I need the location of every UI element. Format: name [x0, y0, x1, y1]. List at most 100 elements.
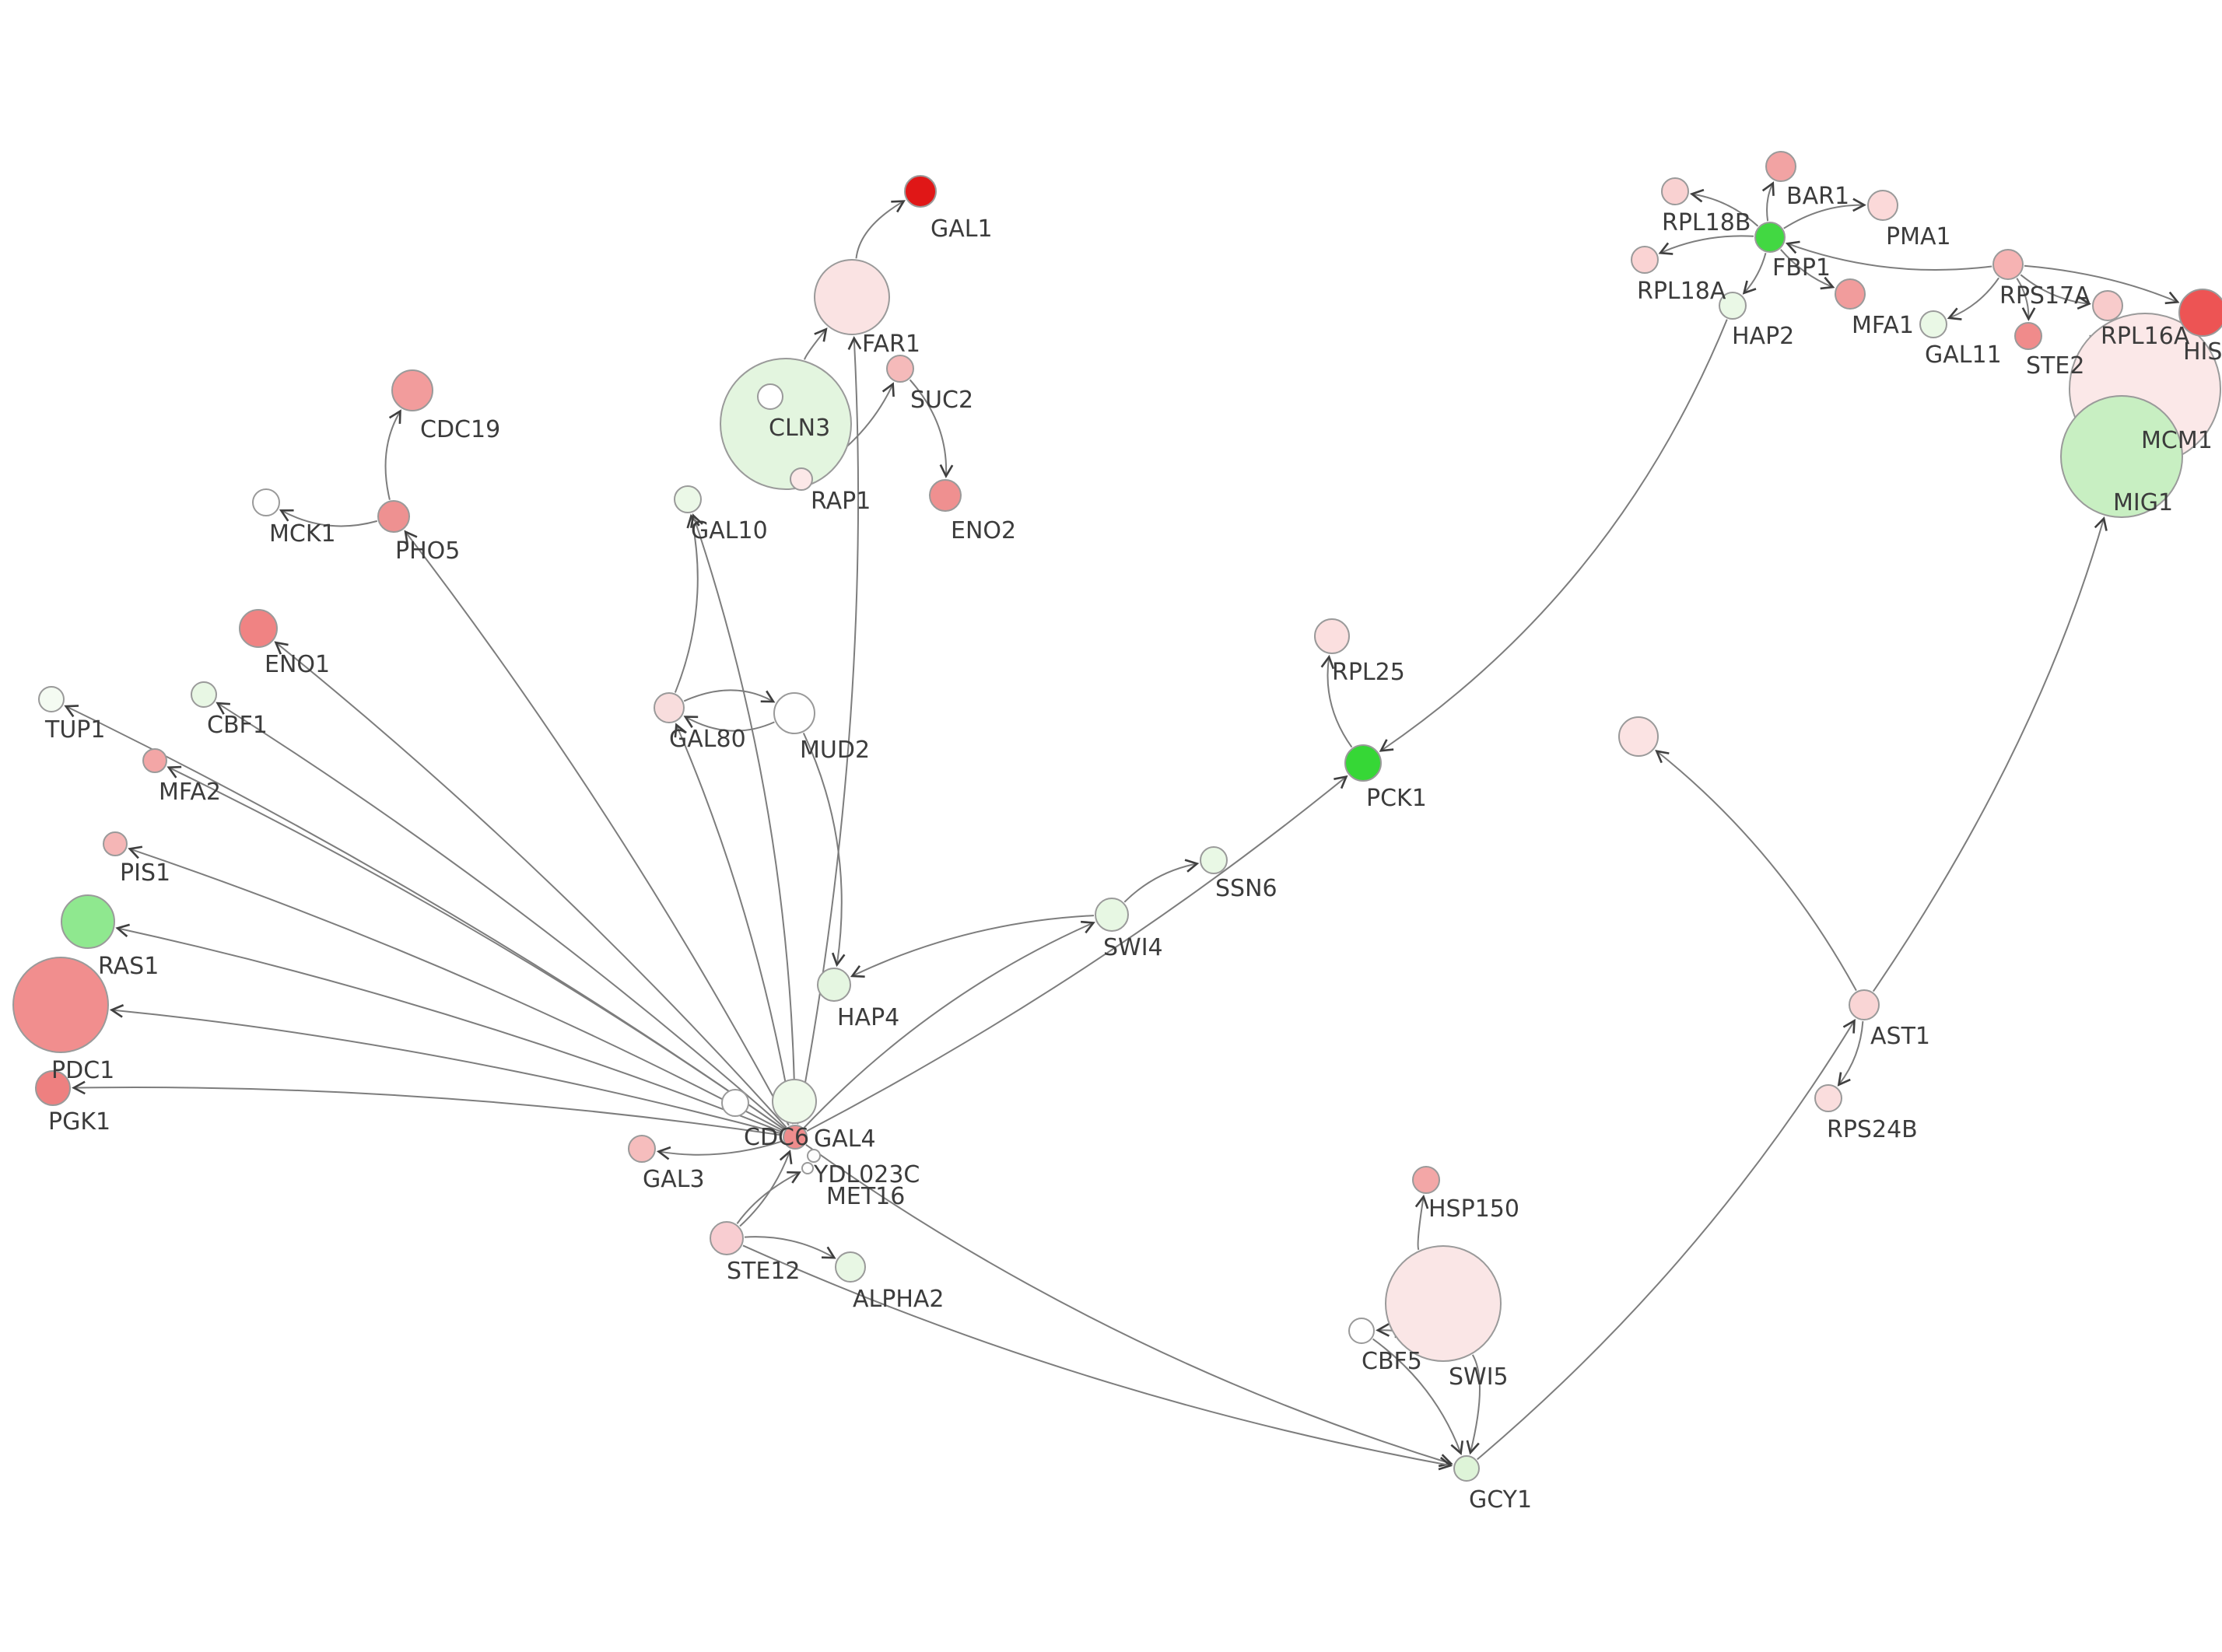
edge-GAL4-ENO1[interactable]: [274, 641, 787, 1129]
node-PDC1[interactable]: [12, 957, 109, 1053]
edge-AST1-MIG1[interactable]: [1872, 516, 2108, 992]
edge-GAL4-PDC1[interactable]: [109, 1004, 783, 1135]
edge-GAL4-MFA2[interactable]: [166, 765, 785, 1131]
edge-MUD2-HAP4[interactable]: [802, 732, 846, 968]
edge-GCY1-AST1[interactable]: [1477, 1018, 1856, 1461]
edge-FBP1-HAP2[interactable]: [1742, 253, 1767, 295]
node-GAL80[interactable]: [654, 692, 685, 723]
node-MCK1[interactable]: [252, 488, 280, 516]
edge-FBP1-BAR1[interactable]: [1761, 181, 1775, 222]
edge-STE12-GCY1[interactable]: [742, 1244, 1453, 1471]
edge-STE12-MET16[interactable]: [736, 1171, 801, 1224]
node-RPS17A[interactable]: [1992, 249, 2024, 280]
node-PCK1[interactable]: [1344, 744, 1382, 782]
edge-SWI4-HAP4[interactable]: [850, 915, 1095, 978]
node-GCY1[interactable]: [1453, 1455, 1480, 1482]
node-CDC19[interactable]: [391, 369, 433, 411]
node-ENO2[interactable]: [929, 479, 962, 512]
edge-GAL4-GAL80[interactable]: [674, 723, 794, 1125]
node-GAL10[interactable]: [674, 485, 702, 513]
edge-FBP1-PMA1[interactable]: [1783, 198, 1866, 229]
node-GREENHUB[interactable]: [772, 1079, 817, 1124]
edge-FAR1-GAL1[interactable]: [855, 200, 906, 259]
edge-RPS17A-HIS4[interactable]: [2024, 264, 2180, 305]
edge-SWI4-SSN6[interactable]: [1123, 859, 1200, 903]
node-GAL11[interactable]: [1919, 310, 1947, 338]
node-ALPHA2[interactable]: [835, 1251, 866, 1283]
edge-AST1-RPS24B[interactable]: [1837, 1020, 1864, 1087]
edge-PCK1-RPL25[interactable]: [1320, 654, 1353, 748]
node-RAP1[interactable]: [790, 467, 813, 491]
edge-RPS17A-STE2[interactable]: [2016, 278, 2036, 321]
node-RPL18A[interactable]: [1631, 246, 1659, 274]
node-MFA1[interactable]: [1835, 278, 1866, 310]
edge-GAL4-GAL10[interactable]: [690, 513, 796, 1125]
node-GAL4[interactable]: [783, 1125, 808, 1150]
edge-GAL4-FAR1[interactable]: [797, 336, 862, 1125]
edge-HAP2-PCK1[interactable]: [1379, 319, 1728, 752]
edge-SUC2-ENO2[interactable]: [909, 379, 954, 478]
edge-GAL80-MUD2[interactable]: [683, 689, 776, 703]
edge-GAL4-GAL3[interactable]: [656, 1140, 783, 1160]
edge-CLN3-FAR1[interactable]: [804, 327, 828, 360]
edge-CBF5-GCY1[interactable]: [1372, 1338, 1464, 1456]
node-MET16[interactable]: [801, 1162, 814, 1174]
node-BAR1[interactable]: [1765, 151, 1796, 182]
node-AST1[interactable]: [1849, 989, 1880, 1020]
edge-GAL4-PHO5[interactable]: [404, 530, 790, 1126]
node-RPS24B[interactable]: [1814, 1084, 1842, 1112]
edge-STE12-ALPHA2[interactable]: [744, 1236, 836, 1259]
node-HAP2[interactable]: [1719, 292, 1747, 320]
node-CLN3[interactable]: [720, 358, 852, 490]
node-RAS1[interactable]: [61, 894, 115, 949]
edge-FBP1-MFA1[interactable]: [1780, 249, 1835, 290]
edge-GAL4-PIS1[interactable]: [128, 845, 784, 1132]
node-PHO5[interactable]: [377, 500, 410, 533]
node-CBF5[interactable]: [1348, 1318, 1375, 1344]
edge-MUD2-GAL80[interactable]: [683, 716, 775, 732]
node-WHITE1[interactable]: [757, 383, 783, 410]
node-HAP4[interactable]: [817, 968, 851, 1002]
edge-SWI5-GCY1[interactable]: [1466, 1354, 1481, 1455]
edge-GAL4-PCK1[interactable]: [806, 775, 1348, 1132]
edge-FBP1-RPL18B[interactable]: [1689, 188, 1759, 227]
node-ENO1[interactable]: [239, 609, 278, 648]
node-PGK1[interactable]: [35, 1070, 71, 1106]
node-FAR1[interactable]: [814, 259, 890, 335]
node-SSN6[interactable]: [1200, 846, 1228, 874]
node-HIS4[interactable]: [2178, 289, 2222, 337]
node-PINKMID[interactable]: [1618, 716, 1659, 757]
node-SUC2[interactable]: [886, 355, 914, 383]
node-RPL25[interactable]: [1314, 618, 1350, 654]
node-YDL023C[interactable]: [807, 1149, 821, 1163]
node-STE2[interactable]: [2014, 322, 2042, 350]
node-HSP150[interactable]: [1412, 1166, 1440, 1194]
edge-GAL4-GCY1[interactable]: [805, 1143, 1453, 1468]
node-RPL16A[interactable]: [2092, 290, 2123, 321]
node-GAL1[interactable]: [904, 175, 937, 208]
edge-FBP1-RPL18A[interactable]: [1658, 235, 1754, 255]
edge-PHO5-MCK1[interactable]: [279, 509, 378, 527]
node-TUP1[interactable]: [38, 686, 65, 712]
node-CBF1[interactable]: [191, 681, 217, 708]
edge-GAL4-TUP1[interactable]: [64, 705, 785, 1131]
edge-PHO5-CDC19[interactable]: [384, 409, 401, 500]
edge-GAL80-GAL10[interactable]: [674, 513, 700, 693]
node-PIS1[interactable]: [103, 831, 128, 856]
edge-GAL4-CBF1[interactable]: [216, 702, 786, 1129]
edge-STE12-GAL4[interactable]: [739, 1150, 793, 1227]
edge-RPS17A-FBP1[interactable]: [1785, 240, 1992, 271]
node-FBP1[interactable]: [1754, 222, 1786, 253]
node-MFA2[interactable]: [142, 748, 167, 773]
node-MUD2[interactable]: [773, 692, 815, 734]
node-MIG1[interactable]: [2060, 395, 2183, 518]
edge-GAL4-RAS1[interactable]: [115, 923, 783, 1133]
edge-RPS17A-RPL16A[interactable]: [2020, 274, 2091, 310]
node-RPL18B[interactable]: [1661, 177, 1689, 205]
edge-AST1-PINKMID[interactable]: [1655, 749, 1857, 992]
node-GAL3[interactable]: [628, 1135, 656, 1163]
node-STE12[interactable]: [710, 1221, 744, 1255]
edge-GAL4-PGK1[interactable]: [72, 1080, 783, 1136]
node-PMA1[interactable]: [1867, 190, 1898, 221]
edge-GAL4-SWI4[interactable]: [803, 920, 1095, 1129]
